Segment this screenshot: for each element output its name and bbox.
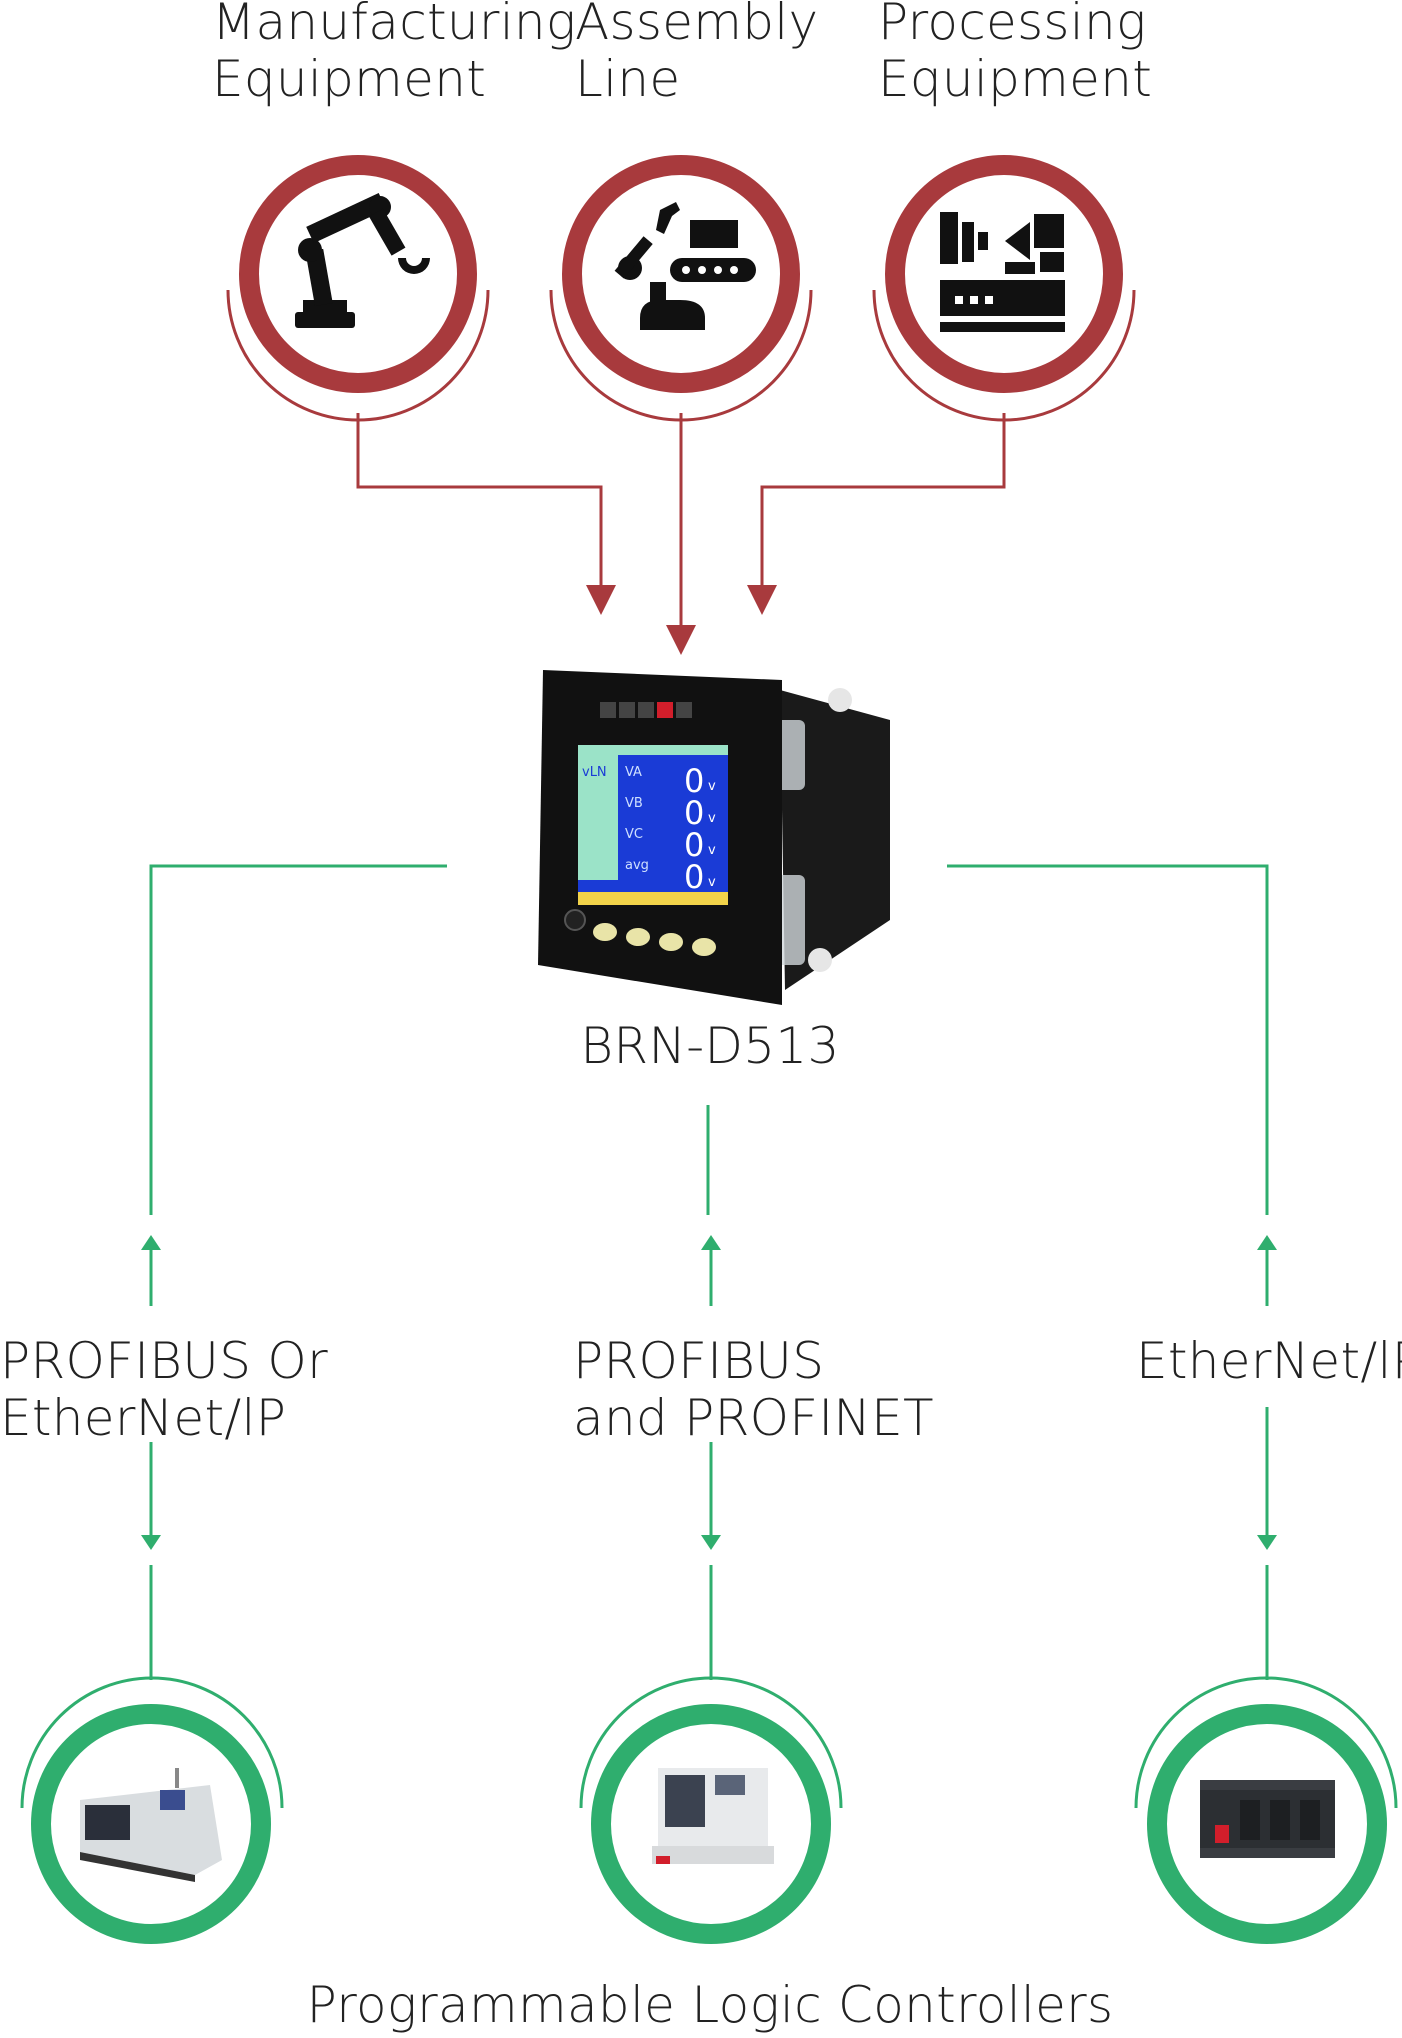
protocol-label-right: EtherNet/lP: [1136, 1332, 1402, 1390]
target-node-lathe: [20, 1676, 284, 1944]
assembly-line-icon: [614, 202, 756, 330]
protocol-label-left: PROFIBUS Or EtherNet/lP: [0, 1332, 328, 1447]
svg-text:0: 0: [684, 794, 704, 832]
svg-text:vLN: vLN: [582, 765, 607, 780]
svg-text:v: v: [708, 811, 716, 826]
target-node-cnc: [579, 1676, 843, 1944]
processing-machine-icon: [940, 212, 1065, 332]
target-node-plc: [1134, 1676, 1398, 1944]
protocol-label-middle: PROFIBUS and PROFINET: [573, 1332, 934, 1447]
source-node-assembly: [549, 155, 813, 422]
status-leds: [600, 702, 692, 718]
footer-title: Programmable Logic Controllers: [306, 1976, 1114, 2034]
source-node-processing: [872, 155, 1136, 422]
svg-text:v: v: [708, 875, 716, 890]
svg-text:v: v: [708, 779, 716, 794]
svg-text:VB: VB: [625, 796, 643, 811]
svg-text:VC: VC: [625, 827, 643, 842]
input-connectors: [356, 413, 1006, 655]
device-label: BRN-D513: [580, 1017, 840, 1075]
source-label-manufacturing: Manufacturing Equipment: [212, 0, 577, 108]
cnc-machine-icon: [652, 1768, 774, 1864]
robot-arm-icon: [295, 193, 430, 328]
output-connectors: [141, 864, 1277, 1680]
device-screen: vLN VA VB VC avg 0 0 0 0 v v v v: [578, 745, 728, 905]
device-buttons: [564, 909, 716, 956]
device-brn-d513: vLN VA VB VC avg 0 0 0 0 v v v v: [538, 670, 890, 1005]
cnc-lathe-icon: [80, 1768, 222, 1882]
svg-text:0: 0: [684, 826, 704, 864]
plc-module-icon: [1200, 1780, 1335, 1858]
svg-text:0: 0: [684, 762, 704, 800]
source-node-manufacturing: [226, 155, 490, 422]
svg-text:v: v: [708, 843, 716, 858]
svg-text:avg: avg: [625, 858, 649, 873]
source-label-assembly: Assembly Line: [575, 0, 819, 108]
svg-text:VA: VA: [625, 765, 642, 780]
svg-text:0: 0: [684, 858, 704, 896]
source-label-processing: Processing Equipment: [878, 0, 1153, 108]
